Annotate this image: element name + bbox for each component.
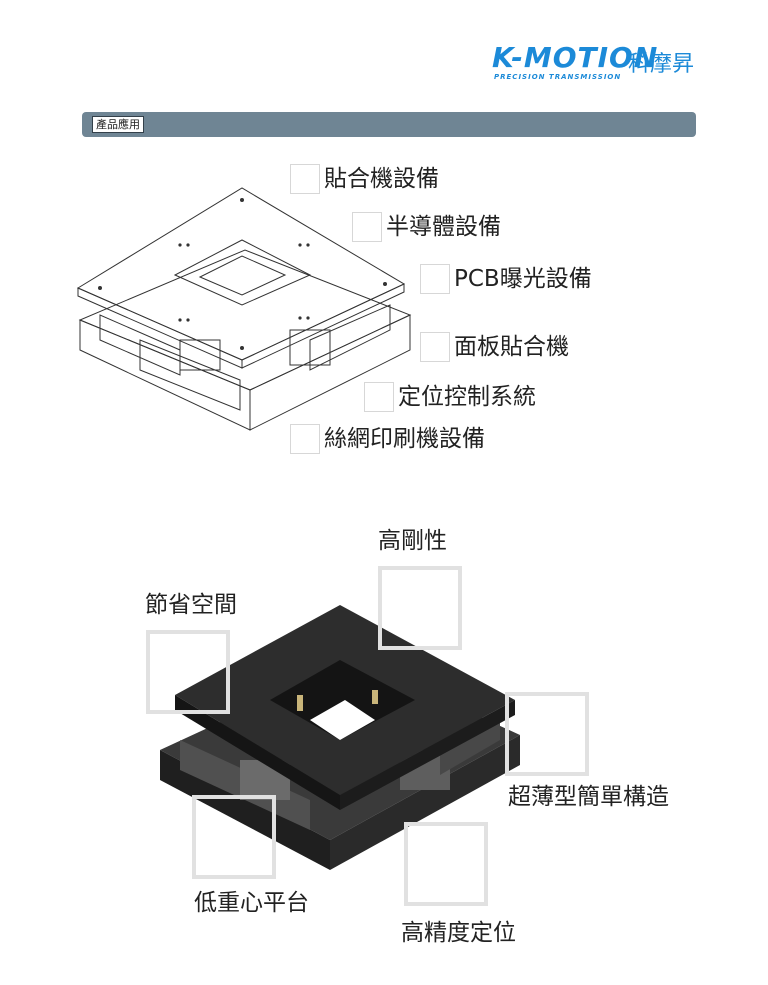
feature-label-thin-structure: 超薄型簡單構造	[508, 784, 669, 810]
checkbox-icon	[420, 332, 450, 362]
feature-label-rigidity: 高剛性	[378, 528, 447, 554]
feature-box-precision	[404, 822, 488, 906]
checkbox-icon	[352, 212, 382, 242]
feature-label-space-saving: 節省空間	[145, 592, 237, 618]
checkbox-icon	[420, 264, 450, 294]
app-item-semiconductor: 半導體設備	[352, 212, 501, 242]
feature-box-thin-structure	[505, 692, 589, 776]
feature-label-precision: 高精度定位	[401, 920, 516, 946]
brand-logo: K-MOTION	[492, 41, 659, 74]
feature-box-space-saving	[146, 630, 230, 714]
app-item-positioning: 定位控制系統	[364, 382, 536, 412]
feature-box-low-center	[192, 795, 276, 879]
section-title: 產品應用	[92, 116, 144, 133]
checkbox-icon	[364, 382, 394, 412]
section-bar	[82, 112, 696, 137]
checkbox-icon	[290, 424, 320, 454]
brand-tagline: PRECISION TRANSMISSION	[494, 73, 622, 81]
app-item-panel: 面板貼合機	[420, 332, 569, 362]
app-item-screen-printing: 絲網印刷機設備	[290, 424, 485, 454]
app-item-pcb: PCB曝光設備	[420, 264, 592, 294]
app-item-bonding: 貼合機設備	[290, 164, 439, 194]
stage-line-drawing	[76, 187, 412, 431]
feature-label-low-center: 低重心平台	[194, 890, 309, 916]
checkbox-icon	[290, 164, 320, 194]
feature-box-rigidity	[378, 566, 462, 650]
brand-chinese-name: 科摩昇	[628, 52, 695, 77]
